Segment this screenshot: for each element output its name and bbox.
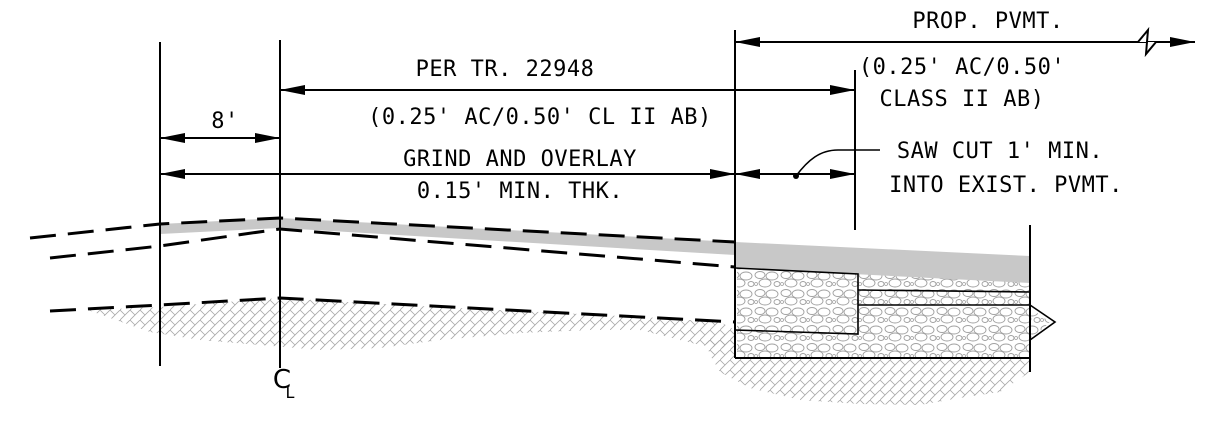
prop-pvmt-line2: CLASS II AB) bbox=[880, 87, 1045, 112]
aggregate-base-extension bbox=[1026, 285, 1050, 340]
grind-detail: 0.15' MIN. THK. bbox=[417, 179, 623, 204]
existing-grade-line-bottom bbox=[49, 296, 736, 324]
saw-cut-notch bbox=[734, 267, 859, 335]
arrow-prop-right bbox=[1170, 37, 1195, 47]
saw-cut-leader bbox=[795, 149, 880, 177]
arrow-saw-right bbox=[830, 169, 855, 179]
arrow-grind-left bbox=[160, 169, 185, 179]
arrow-pertr-right bbox=[830, 85, 855, 95]
subgrade-hatch-right bbox=[705, 332, 1030, 405]
arrow-saw-left bbox=[735, 169, 760, 179]
prop-pvmt-line1: (0.25' AC/0.50' bbox=[859, 55, 1065, 80]
existing-grade-line-top bbox=[29, 216, 736, 244]
saw-cut-note-line2: INTO EXIST. PVMT. bbox=[889, 173, 1123, 198]
arrow-8-right bbox=[255, 133, 280, 143]
leader-dot bbox=[793, 173, 799, 179]
subgrade-hatch-left bbox=[88, 298, 735, 350]
overlay-asphalt-strip bbox=[160, 218, 735, 255]
svg-text:C: C bbox=[273, 365, 291, 395]
base-notch-lines bbox=[857, 289, 1057, 341]
arrow-prop-left bbox=[735, 37, 760, 47]
grind-title: GRIND AND OVERLAY bbox=[403, 147, 637, 172]
svg-text:L: L bbox=[286, 383, 295, 402]
existing-grade-line-middle bbox=[49, 227, 736, 269]
dim-8ft-label: 8' bbox=[211, 109, 239, 134]
arrow-pertr-left bbox=[280, 85, 305, 95]
centerline-symbol: C L bbox=[273, 365, 295, 402]
break-symbol bbox=[1137, 26, 1157, 58]
saw-cut-note-line1: SAW CUT 1' MIN. bbox=[897, 139, 1103, 164]
prop-pvmt-title: PROP. PVMT. bbox=[912, 9, 1063, 34]
arrow-8-left bbox=[160, 133, 185, 143]
per-tr-detail: (0.25' AC/0.50' CL II AB) bbox=[368, 105, 712, 130]
arrow-grind-right bbox=[710, 169, 735, 179]
proposed-asphalt-block bbox=[735, 242, 1030, 283]
per-tr-title: PER TR. 22948 bbox=[416, 57, 595, 82]
